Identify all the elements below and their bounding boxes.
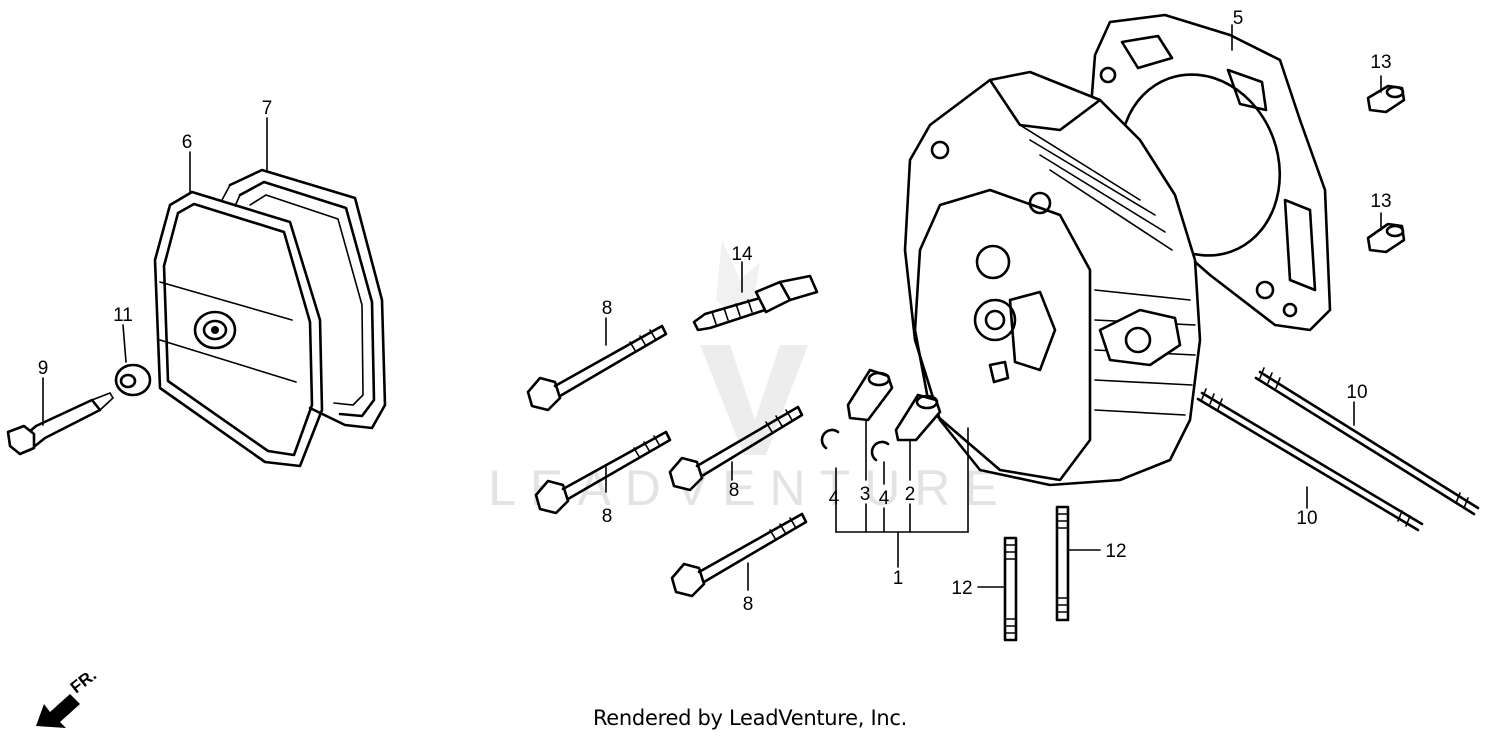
part-4-clip-b[interactable] — [870, 440, 890, 462]
part-10-stud-a[interactable] — [1254, 367, 1480, 516]
callout-8-d: 8 — [743, 594, 754, 615]
direction-label: FR. — [67, 665, 100, 697]
part-8-head-bolt-a[interactable] — [526, 324, 668, 412]
part-6-head-cover[interactable] — [153, 190, 324, 468]
callouts: 6 7 11 9 14 8 8 8 8 5 13 13 10 10 12 12 … — [38, 8, 1392, 615]
callout-1: 1 — [893, 568, 904, 589]
footer-credit: Rendered by LeadVenture, Inc. — [592, 706, 908, 730]
part-11-washer[interactable] — [114, 363, 152, 397]
callout-4-a: 4 — [829, 488, 840, 509]
part-8-head-bolt-b[interactable] — [534, 430, 672, 515]
part-10-stud-b[interactable] — [1196, 388, 1424, 532]
part-3-valve-guide[interactable] — [846, 368, 894, 422]
part-8-head-bolt-c[interactable] — [668, 405, 804, 492]
callout-11: 11 — [113, 305, 133, 326]
callout-9: 9 — [38, 358, 49, 379]
part-4-clip-a[interactable] — [820, 428, 840, 450]
part-1-cylinder-head[interactable] — [903, 70, 1202, 487]
part-9-cover-bolt[interactable] — [6, 392, 115, 456]
callout-13-a: 13 — [1370, 52, 1391, 73]
watermark: LEADVENTURE — [488, 240, 1012, 516]
callout-13-b: 13 — [1370, 191, 1391, 212]
watermark-text: LEADVENTURE — [488, 460, 1012, 516]
callout-8-b: 8 — [602, 506, 613, 527]
callout-5: 5 — [1233, 8, 1244, 29]
part-12-stud-a[interactable] — [1003, 536, 1018, 642]
part-12-stud-b[interactable] — [1055, 505, 1070, 622]
callout-12-b: 12 — [1105, 541, 1126, 562]
part-13-dowel-pin-b[interactable] — [1366, 222, 1406, 254]
callout-8-a: 8 — [602, 298, 613, 319]
callout-4-b: 4 — [879, 488, 890, 509]
callout-8-c: 8 — [729, 480, 740, 501]
watermark-logo-icon — [700, 240, 808, 455]
callout-12-a: 12 — [951, 578, 972, 599]
part-2-valve-guide[interactable] — [894, 393, 942, 442]
callout-6: 6 — [182, 132, 193, 153]
callout-3: 3 — [860, 484, 871, 505]
callout-10-a: 10 — [1346, 382, 1367, 403]
leader-lines — [42, 24, 1382, 591]
callout-10-b: 10 — [1296, 508, 1317, 529]
part-13-dowel-pin-a[interactable] — [1366, 84, 1406, 114]
callout-7: 7 — [262, 98, 273, 119]
part-8-head-bolt-d[interactable] — [670, 512, 808, 598]
part-14-spark-plug[interactable] — [692, 274, 819, 332]
direction-arrow-icon — [36, 694, 80, 728]
callout-14: 14 — [731, 244, 753, 265]
part-7-cover-gasket[interactable] — [221, 168, 387, 430]
callout-2: 2 — [905, 484, 916, 505]
